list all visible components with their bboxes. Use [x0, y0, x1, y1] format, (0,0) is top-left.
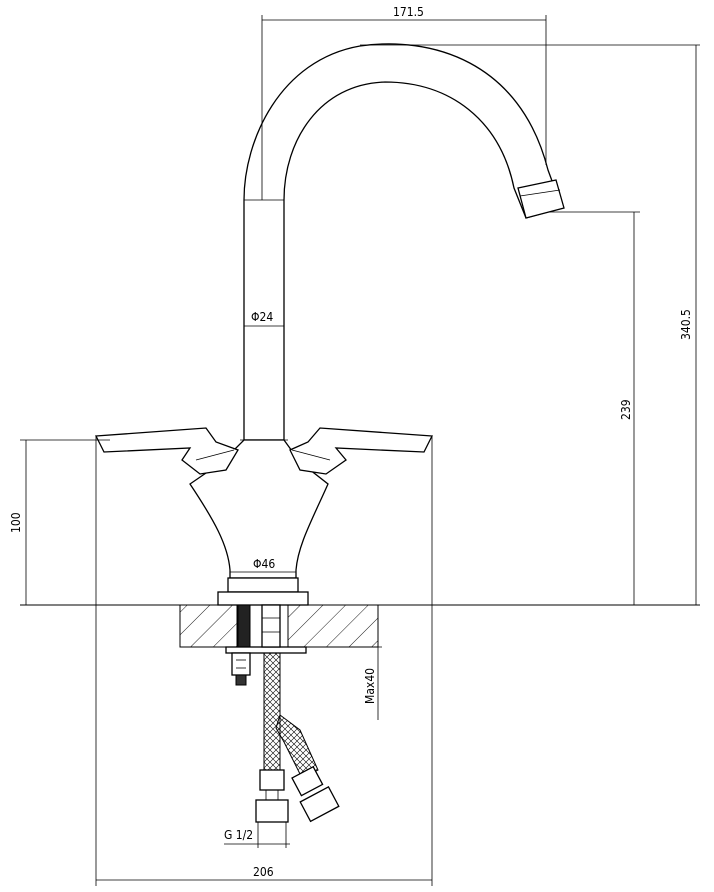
- spout-reach-label: 171.5: [393, 5, 424, 19]
- spout: [243, 43, 565, 441]
- aerator: [517, 179, 565, 219]
- pipe-diameter-label: Φ24: [251, 310, 273, 324]
- spout-height-label: 239: [619, 399, 633, 420]
- thread-label: G 1/2: [224, 828, 253, 842]
- countertop-section: [179, 604, 379, 648]
- total-height-label: 340.5: [679, 309, 693, 340]
- max-thickness-label: Max40: [363, 668, 377, 704]
- faucet-body: [189, 439, 329, 606]
- mounting-hardware: [225, 604, 307, 686]
- left-handle: [94, 427, 239, 475]
- body-height-label: 100: [9, 512, 23, 533]
- base-diameter-label: Φ46: [253, 557, 275, 571]
- flexible-hoses: [255, 652, 340, 823]
- body-width-label: 206: [253, 865, 274, 879]
- right-handle: [289, 427, 434, 475]
- dimension-lines: [20, 15, 700, 886]
